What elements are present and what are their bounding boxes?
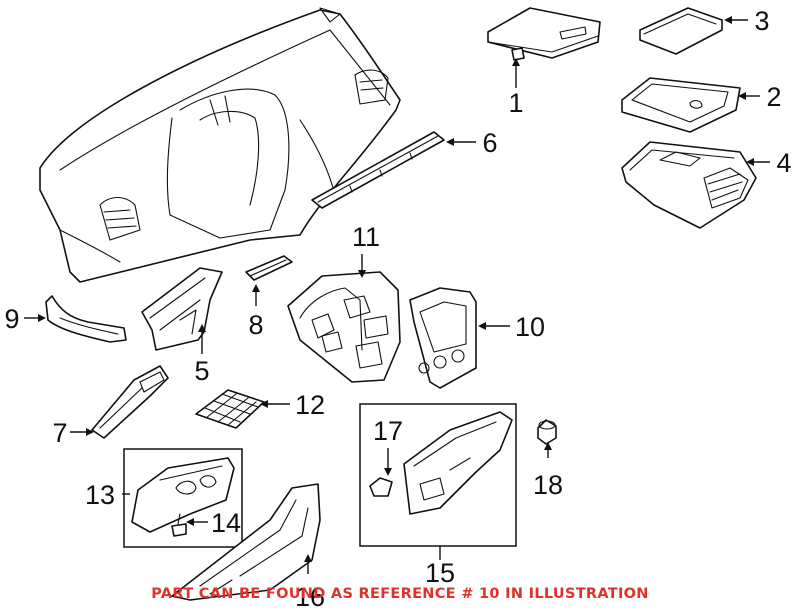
part-6-illustration (311, 131, 445, 209)
part-10-illustration (409, 287, 477, 389)
part-17-illustration (369, 477, 393, 497)
part-2-illustration (621, 77, 741, 133)
part-7-illustration (91, 365, 169, 439)
callout-labels: 1 2 3 4 5 6 7 8 9 10 11 12 13 14 15 16 1… (4, 6, 791, 612)
callout-4: 4 (776, 148, 791, 178)
callout-11: 11 (352, 222, 380, 252)
part-13-illustration (131, 457, 235, 533)
callout-1: 1 (508, 88, 523, 118)
callout-2: 2 (766, 82, 781, 112)
callout-18: 18 (533, 470, 563, 500)
callout-17: 17 (373, 416, 403, 446)
part-14-illustration (171, 513, 187, 537)
part-8-illustration (245, 255, 293, 281)
part-18-illustration (537, 419, 557, 445)
part-15-illustration (403, 411, 513, 515)
instrument-panel-illustration (39, 7, 401, 283)
callout-14: 14 (211, 508, 241, 538)
part-9-illustration (45, 295, 127, 343)
part-4-illustration (621, 141, 757, 229)
group-15-17-frame (359, 403, 517, 547)
part-11-illustration (287, 271, 401, 383)
part-16-illustration (171, 483, 321, 601)
callout-5: 5 (194, 356, 209, 386)
reference-note: PART CAN BE FOUND AS REFERENCE # 10 IN I… (151, 586, 649, 602)
part-5-illustration (141, 267, 223, 351)
part-12-illustration (195, 389, 265, 429)
callout-6: 6 (482, 128, 497, 158)
part-1-illustration (487, 7, 601, 61)
group-13-14-frame (123, 448, 243, 548)
callout-9: 9 (4, 304, 19, 334)
callout-7: 7 (52, 418, 67, 448)
part-3-illustration (639, 7, 723, 55)
callout-16: 16 (295, 582, 325, 612)
callout-3: 3 (754, 6, 769, 36)
callout-15: 15 (425, 558, 455, 588)
callout-12: 12 (295, 390, 325, 420)
leader-lines (24, 16, 770, 574)
callout-13: 13 (85, 480, 115, 510)
callout-8: 8 (248, 310, 263, 340)
callout-10: 10 (515, 312, 545, 342)
